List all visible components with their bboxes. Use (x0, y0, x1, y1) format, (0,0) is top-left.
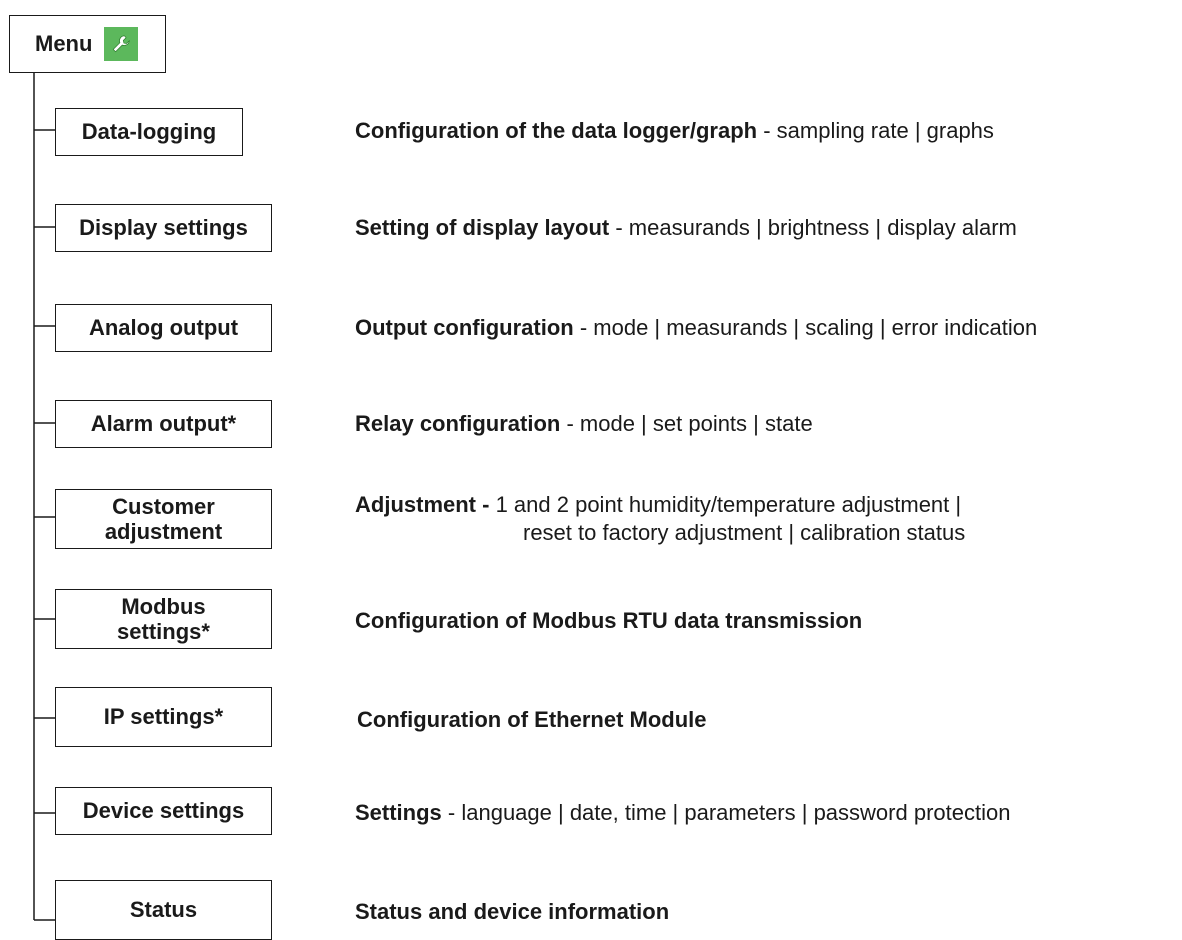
menu-item-description: Settings - language | date, time | param… (355, 800, 1011, 825)
menu-item-label: Display settings (79, 214, 248, 240)
menu-item-data-logging[interactable]: Data-logging (55, 108, 243, 156)
menu-item-description: Relay configuration - mode | set points … (355, 411, 813, 436)
menu-item-display-settings[interactable]: Display settings (55, 204, 272, 252)
menu-item-label-line2: settings* (117, 619, 210, 644)
menu-item-device-settings[interactable]: Device settings (55, 787, 272, 835)
menu-item-description: Configuration of Ethernet Module (357, 707, 707, 732)
menu-item-label: Device settings (82, 797, 245, 823)
wrench-icon (104, 27, 139, 61)
menu-item-description: Setting of display layout - measurands |… (355, 215, 1017, 240)
menu-item-description: Status and device information (355, 899, 670, 924)
menu-root-box[interactable]: Menu (9, 15, 166, 73)
menu-item-alarm-output[interactable]: Alarm output* (55, 400, 272, 448)
menu-item-status[interactable]: Status (55, 880, 272, 940)
menu-label: Menu (35, 30, 93, 56)
menu-item-label-line2: adjustment (104, 519, 223, 544)
menu-item-label: Data-logging (81, 118, 217, 144)
menu-item-label: IP settings* (103, 703, 224, 729)
menu-item-analog-output[interactable]: Analog output (55, 304, 272, 352)
menu-item-description: Configuration of Modbus RTU data transmi… (355, 608, 863, 633)
menu-item-customer-adjustment[interactable]: Customer adjustment (55, 489, 272, 549)
menu-item-description: Output configuration - mode | measurands… (355, 315, 1038, 340)
menu-item-description: Configuration of the data logger/graph -… (355, 118, 994, 143)
menu-item-label: Analog output (88, 314, 239, 340)
menu-item-ip-settings[interactable]: IP settings* (55, 687, 272, 747)
menu-item-label: Status (129, 896, 198, 922)
menu-item-description: Adjustment - 1 and 2 point humidity/temp… (355, 492, 966, 545)
menu-item-label-line1: Customer (112, 493, 215, 519)
menu-item-label-line1: Modbus (121, 593, 206, 619)
menu-item-modbus-settings[interactable]: Modbus settings* (55, 589, 272, 649)
menu-item-label: Alarm output* (90, 410, 237, 436)
